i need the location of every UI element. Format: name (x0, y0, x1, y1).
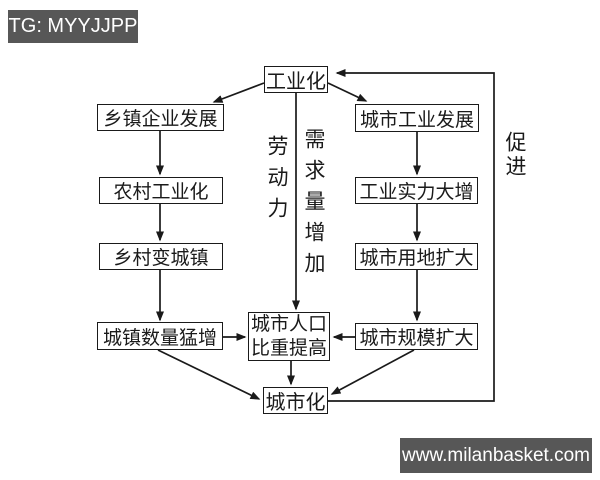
node-township-enterprise-dev: 乡镇企业发展 (97, 104, 224, 131)
node-town-number-surge: 城镇数量猛增 (97, 322, 223, 350)
node-population-ratio-line2: 比重提高 (250, 336, 327, 359)
edge-urbanization-to-industrialization-promote (328, 69, 495, 402)
watermark-telegram-badge: TG: MYYJJPP (8, 10, 138, 43)
edge-industrialization-to-urban-industry (327, 82, 368, 102)
edge-scale-to-urbanization (330, 349, 415, 395)
node-village-to-town: 乡村变城镇 (99, 243, 223, 270)
watermark-website-badge: www.milanbasket.com (400, 438, 592, 473)
edge-label-demand-increase: 需求量增加 (302, 128, 326, 283)
node-rural-industrialization: 农村工业化 (99, 177, 223, 204)
edge-town-surge-to-urbanization (157, 349, 261, 400)
node-urban-land-expand: 城市用地扩大 (355, 243, 478, 270)
node-urban-scale-expand: 城市规模扩大 (355, 323, 478, 350)
node-population-ratio: 城市人口 比重提高 (248, 312, 330, 361)
edge-label-promote: 促进 (503, 131, 527, 179)
node-population-ratio-line1: 城市人口 (250, 313, 327, 336)
edge-industrialization-to-township (212, 82, 265, 103)
node-industrialization: 工业化 (264, 66, 328, 93)
node-industry-strength-grow: 工业实力大增 (355, 177, 478, 204)
node-urbanization: 城市化 (263, 387, 328, 414)
node-urban-industry-dev: 城市工业发展 (355, 104, 479, 132)
edge-label-labor: 劳动力 (265, 135, 289, 228)
